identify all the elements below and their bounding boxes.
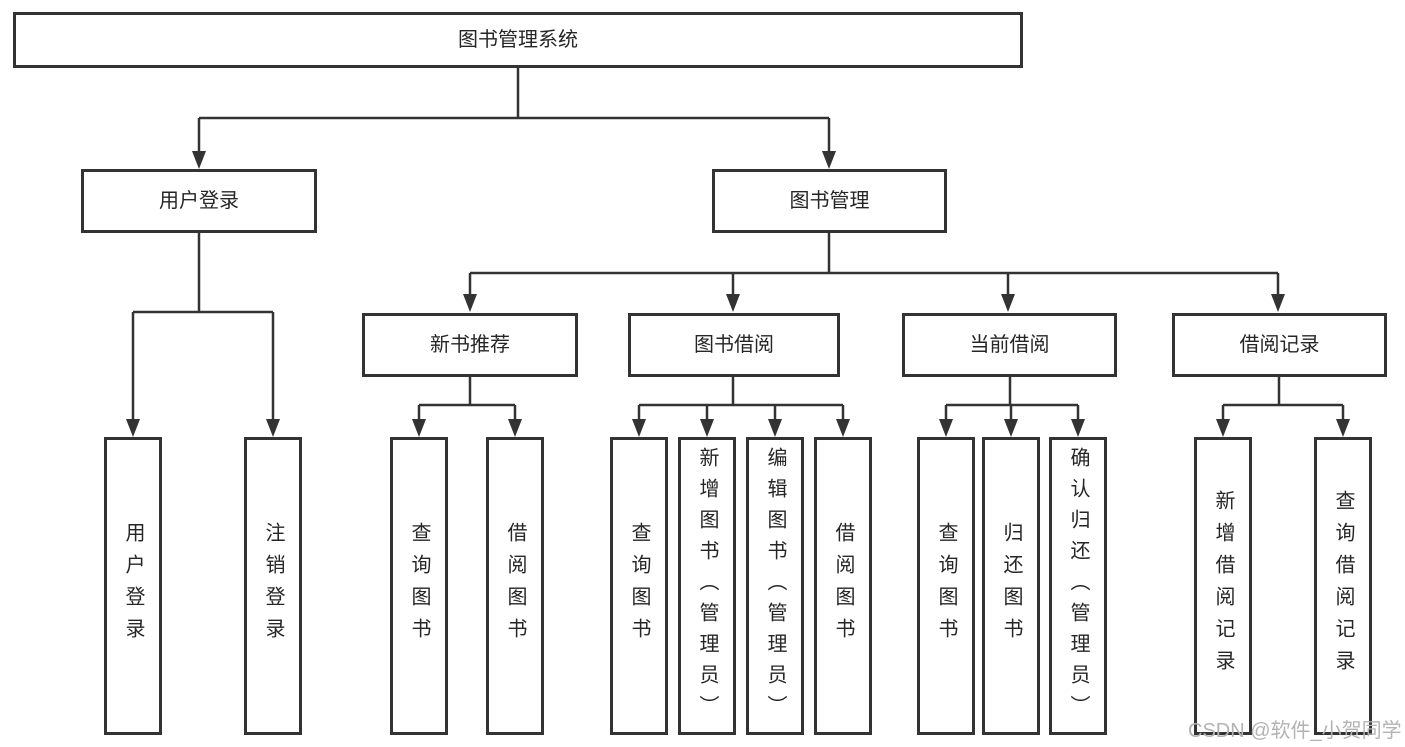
leaf-return-books: 归还图书	[982, 437, 1040, 735]
node-label: 用户登录	[159, 190, 239, 212]
node-label: 确认归还（管理员）	[1067, 446, 1089, 726]
node-user-login: 用户登录	[81, 169, 317, 233]
node-label: 借阅记录	[1239, 334, 1320, 356]
arrowhead-icon	[192, 151, 206, 169]
arrowhead-icon	[726, 294, 740, 312]
leaf-add-borrow-record: 新增借阅记录	[1194, 437, 1252, 735]
node-label: 查询图书	[935, 522, 957, 650]
leaf-query-borrow-record: 查询借阅记录	[1314, 437, 1372, 735]
leaf-logout: 注销登录	[244, 437, 302, 735]
arrowhead-icon	[700, 419, 714, 437]
leaf-borrow-books-rec: 借阅图书	[486, 437, 544, 735]
arrowhead-icon	[412, 419, 426, 437]
connector-records-to-leaves	[1221, 377, 1345, 421]
node-new-book-recommend: 新书推荐	[362, 313, 578, 377]
connector-borrow-to-leaves	[637, 377, 845, 421]
node-label: 查询图书	[408, 522, 430, 650]
leaf-add-books-admin: 新增图书（管理员）	[678, 437, 736, 735]
csdn-watermark: CSDN @软件_小贺同学	[1188, 720, 1402, 742]
leaf-borrow-books: 借阅图书	[814, 437, 872, 735]
node-label: 图书管理系统	[458, 29, 578, 51]
node-current-borrow: 当前借阅	[902, 313, 1117, 377]
node-label: 归还图书	[1000, 522, 1022, 650]
node-label: 注销登录	[262, 522, 284, 650]
leaf-query-books-rec: 查询图书	[390, 437, 448, 735]
node-book-borrow: 图书借阅	[628, 313, 840, 377]
node-label: 编辑图书（管理员）	[764, 446, 786, 726]
arrowheads	[126, 151, 1350, 437]
arrowhead-icon	[822, 151, 836, 169]
node-label: 新书推荐	[430, 334, 510, 356]
node-label: 借阅图书	[832, 522, 854, 650]
arrowhead-icon	[1001, 294, 1015, 312]
node-label: 用户登录	[122, 522, 144, 650]
arrowhead-icon	[632, 419, 646, 437]
node-borrow-records: 借阅记录	[1172, 313, 1387, 377]
arrowhead-icon	[266, 419, 280, 437]
arrowhead-icon	[836, 419, 850, 437]
leaf-query-books-borrow: 查询图书	[610, 437, 668, 735]
arrowhead-icon	[463, 294, 477, 312]
arrowhead-icon	[1071, 419, 1085, 437]
arrowhead-icon	[939, 419, 953, 437]
arrowhead-icon	[1004, 419, 1018, 437]
node-system-root: 图书管理系统	[13, 12, 1023, 68]
node-label: 当前借阅	[969, 334, 1050, 356]
arrowhead-icon	[1216, 419, 1230, 437]
node-book-management: 图书管理	[712, 169, 947, 233]
arrowhead-icon	[1336, 419, 1350, 437]
leaf-confirm-return-admin: 确认归还（管理员）	[1049, 437, 1107, 735]
node-label: 查询借阅记录	[1332, 490, 1354, 682]
node-label: 新增借阅记录	[1212, 490, 1234, 682]
connector-root-to-level2	[197, 68, 831, 153]
node-label: 图书借阅	[694, 334, 774, 356]
leaf-query-books-current: 查询图书	[917, 437, 975, 735]
connector-rec-to-leaves	[417, 377, 517, 421]
node-label: 查询图书	[628, 522, 650, 650]
node-label: 图书管理	[789, 190, 870, 212]
arrowhead-icon	[1271, 294, 1285, 312]
arrowhead-icon	[126, 419, 140, 437]
node-label: 借阅图书	[504, 522, 526, 650]
connector-current-to-leaves	[944, 377, 1080, 421]
connector-login-to-leaves	[131, 233, 275, 421]
leaf-user-login: 用户登录	[104, 437, 162, 735]
leaf-edit-books-admin: 编辑图书（管理员）	[746, 437, 804, 735]
node-label: 新增图书（管理员）	[696, 446, 718, 726]
arrowhead-icon	[508, 419, 522, 437]
arrowhead-icon	[768, 419, 782, 437]
connector-mgmt-to-level3	[468, 233, 1280, 296]
